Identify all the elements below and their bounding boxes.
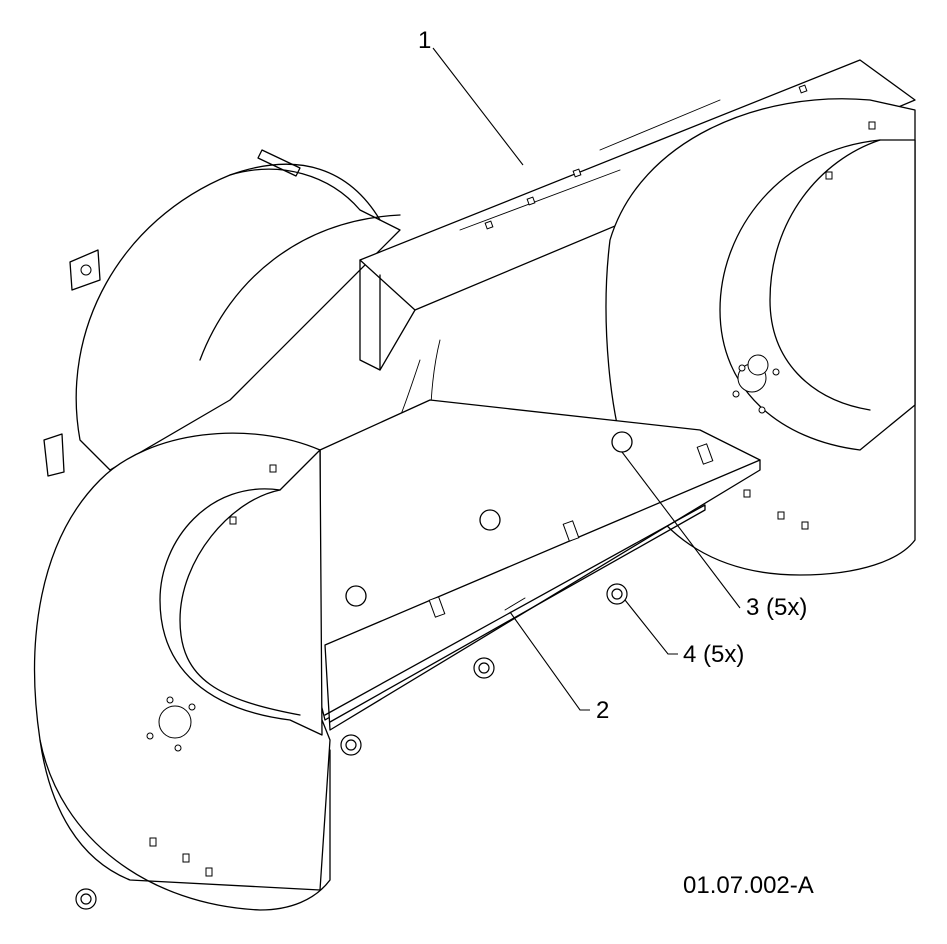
callout-4: 4 (5x) — [683, 641, 744, 668]
hex-nuts — [75, 583, 628, 910]
back-panel — [319, 399, 761, 731]
callout-1: 1 — [418, 27, 431, 54]
reference-code: 01.07.002-A — [683, 872, 814, 899]
carriage-bolts — [345, 431, 633, 607]
callout-2: 2 — [596, 697, 609, 724]
callout-3: 3 (5x) — [746, 594, 807, 621]
left-side-plate — [33, 432, 331, 911]
rear-drum-left — [43, 149, 401, 477]
leader-lines — [432, 47, 741, 711]
